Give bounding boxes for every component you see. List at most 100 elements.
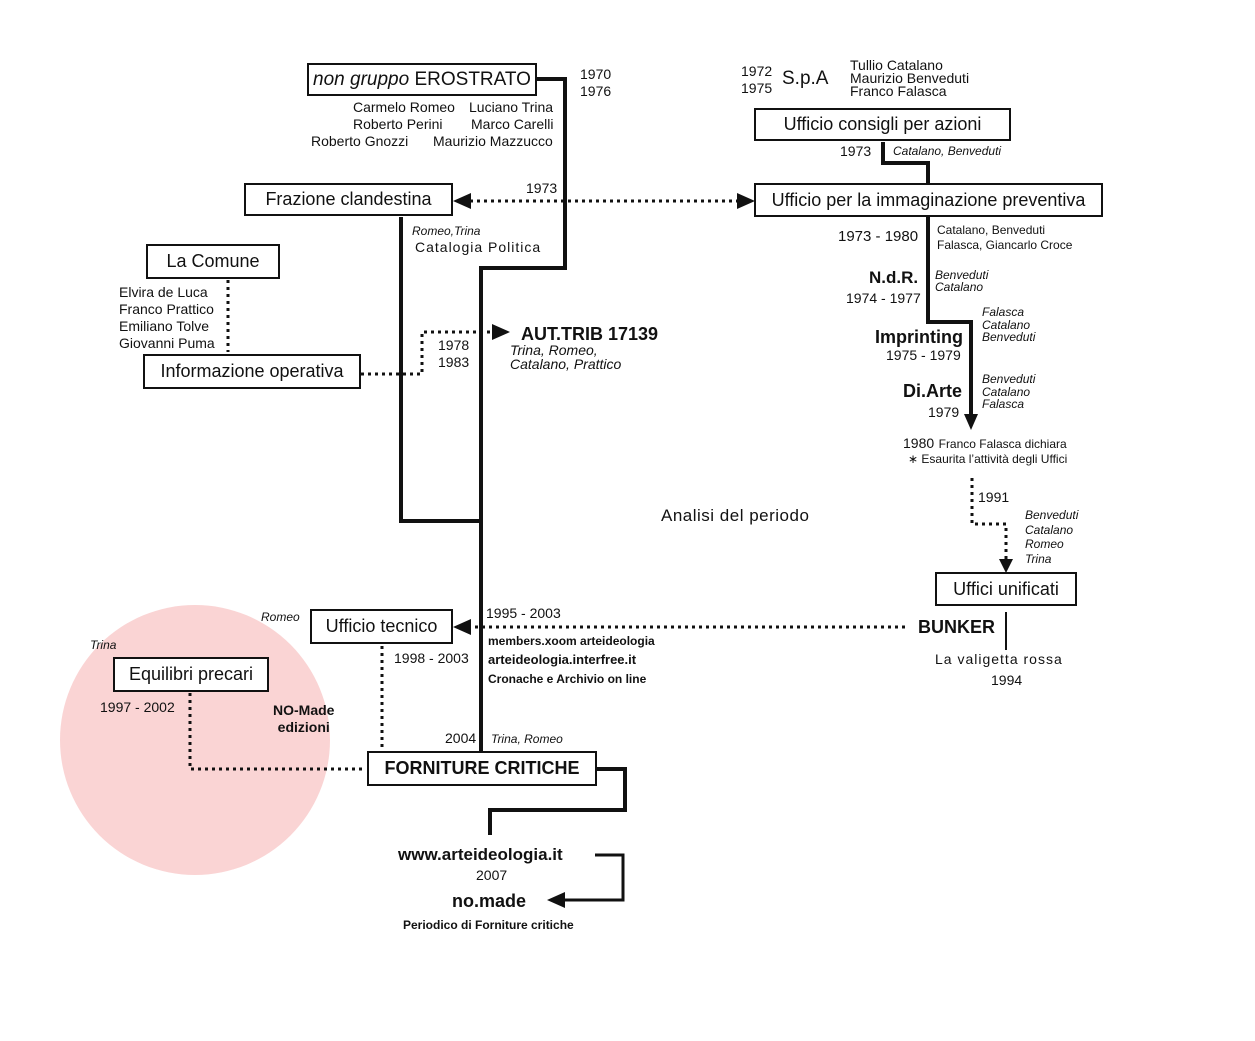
uffici-unificati-name: Romeo — [1025, 537, 1064, 551]
ufficio-tecnico-name: Romeo — [261, 610, 300, 624]
line-website-nomade — [563, 853, 625, 902]
ufficio-tecnico-label: Ufficio tecnico — [325, 616, 438, 636]
ufficio-immaginazione-label: Ufficio per la immaginazione preventiva — [771, 189, 1086, 210]
imprinting-name: Falasca — [982, 305, 1025, 319]
diarte-name: Catalano — [982, 384, 1031, 399]
erostrato-title-main: EROSTRATO — [414, 68, 531, 90]
nomade-label: no.made — [452, 891, 527, 911]
imprinting-name: Catalano — [982, 317, 1031, 332]
uffici-unificati-name: Benveduti — [1025, 508, 1079, 522]
ufficio-tecnico-box: Ufficio tecnico — [310, 609, 453, 644]
website-year: 2007 — [476, 867, 508, 883]
uffici-unificati-name: Trina — [1025, 551, 1052, 566]
highlight-circle — [60, 605, 330, 875]
equilibri-years: 1997 - 2002 — [100, 699, 175, 715]
diarte-name: Falasca — [982, 397, 1025, 411]
frazione-names: Romeo,Trina — [412, 224, 481, 238]
erostrato-member: Roberto Gnozzi — [311, 133, 409, 149]
ufficio-immaginazione-name: Catalano, Benveduti — [937, 223, 1046, 237]
erostrato-box: non gruppo EROSTRATO — [307, 63, 537, 96]
ndr-name: Benveduti — [935, 268, 989, 282]
forniture-year: 2004 — [445, 730, 477, 746]
ufficio-tecnico-web1: members.xoom arteideologia — [488, 634, 655, 648]
informazione-year-end: 1983 — [438, 354, 470, 370]
falasca-note-year: 1980 — [903, 435, 935, 451]
spa-member: Maurizio Benveduti — [850, 70, 970, 86]
frazione-year: 1973 — [526, 180, 558, 196]
falasca-note-line2: ∗ Esaurita l’attività degli Uffici — [908, 453, 1067, 465]
line-forniture-website — [488, 767, 627, 835]
la-comune-member: Giovanni Puma — [119, 335, 215, 351]
la-comune-member: Franco Prattico — [119, 301, 214, 317]
ndr-name: Catalano — [935, 280, 984, 294]
aut-trib-name: Trina, Romeo, — [510, 342, 598, 358]
frazione-sub: Catalogia Politica — [415, 239, 542, 255]
bunker-label: BUNKER — [918, 617, 996, 637]
ufficio-immaginazione-years: 1973 - 1980 — [838, 228, 919, 245]
imprinting-years: 1975 - 1979 — [886, 347, 961, 363]
spa-member: Franco Falasca — [850, 83, 947, 99]
aut-trib-names: Trina, Romeo, Catalano, Prattico — [510, 343, 621, 371]
uffici-unificati-box: Uffici unificati — [935, 572, 1077, 606]
ufficio-immaginazione-names: Catalano, Benveduti Falasca, Giancarlo C… — [937, 223, 1072, 253]
ufficio-immaginazione-box: Ufficio per la immaginazione preventiva — [754, 183, 1103, 217]
diarte-name: Benveduti — [982, 372, 1036, 386]
falasca-note-text2: Esaurita l’attività degli Uffici — [921, 452, 1068, 466]
informazione-label: Informazione operativa — [160, 361, 344, 381]
erostrato-member: Roberto Perini — [353, 116, 443, 132]
spa-member: Tullio Catalano — [850, 57, 943, 73]
erostrato-member: Luciano Trina — [469, 99, 554, 115]
falasca-note-line1: 1980 Franco Falasca dichiara — [903, 436, 1067, 452]
ufficio-consigli-year: 1973 — [840, 143, 872, 159]
forniture-label: FORNITURE CRITICHE — [384, 758, 580, 778]
ufficio-immaginazione-name: Falasca, Giancarlo Croce — [937, 238, 1073, 252]
nomade-edizioni-line: NO-Made — [273, 702, 335, 718]
ndr-years: 1974 - 1977 — [846, 290, 921, 306]
la-comune-member: Elvira de Luca — [119, 284, 208, 300]
asterisk-icon: ∗ — [908, 452, 919, 466]
bunker-sub: La valigetta rossa — [935, 651, 1063, 667]
forniture-names: Trina, Romeo — [491, 732, 563, 746]
erostrato-title-italic: non gruppo — [313, 68, 410, 90]
arrow-diarte — [964, 414, 978, 430]
uffici-unificati-year: 1991 — [978, 489, 1010, 505]
diarte-label: Di.Arte — [903, 381, 963, 401]
aut-trib-name: Catalano, Prattico — [510, 356, 622, 372]
imprinting-name: Benveduti — [982, 330, 1036, 344]
frazione-label: Frazione clandestina — [265, 189, 432, 209]
website-url: www.arteideologia.it — [398, 845, 563, 864]
arrow-frazione — [453, 193, 471, 209]
arrow-nomade — [547, 892, 565, 908]
spa-members: Tullio Catalano Maurizio Benveduti Franc… — [850, 57, 970, 99]
informazione-year-start: 1978 — [438, 337, 470, 353]
bunker-year: 1994 — [991, 672, 1023, 688]
analisi-label: Analisi del periodo — [661, 506, 810, 525]
ufficio-consigli-names: Catalano, Benveduti — [893, 144, 1002, 158]
ndr-names: Benveduti Catalano — [935, 269, 988, 293]
spa-label: S.p.A — [782, 68, 829, 89]
ndr-label: N.d.R. — [869, 268, 919, 287]
erostrato-year-end: 1976 — [580, 83, 612, 99]
nomade-sub: Periodico di Forniture critiche — [403, 918, 574, 932]
uffici-unificati-name: Catalano — [1025, 522, 1074, 537]
equilibri-name: Trina — [90, 638, 117, 652]
spa-year-end: 1975 — [741, 80, 773, 96]
erostrato-member: Maurizio Mazzucco — [433, 133, 553, 149]
la-comune-member: Emiliano Tolve — [119, 318, 210, 334]
falasca-note-text: Franco Falasca dichiara — [938, 437, 1067, 451]
line-consigli-immaginazione — [881, 142, 930, 183]
imprinting-names: Falasca Catalano Benveduti — [982, 306, 1035, 344]
nomade-edizioni: NO-Made edizioni — [273, 702, 334, 736]
erostrato-member: Marco Carelli — [471, 116, 554, 132]
nomade-edizioni-line: edizioni — [277, 719, 330, 735]
spa-year-start: 1972 — [741, 63, 773, 79]
arrow-tecnico — [453, 619, 471, 635]
arrow-immaginazione — [737, 193, 755, 209]
frazione-box: Frazione clandestina — [244, 183, 453, 216]
uffici-unificati-names: Benveduti Catalano Romeo Trina — [1025, 508, 1078, 566]
uffici-unificati-label: Uffici unificati — [953, 578, 1059, 599]
equilibri-box: Equilibri precari — [113, 657, 269, 692]
ufficio-consigli-box: Ufficio consigli per azioni — [754, 108, 1011, 141]
informazione-box: Informazione operativa — [143, 354, 361, 389]
ufficio-consigli-label: Ufficio consigli per azioni — [783, 114, 982, 134]
